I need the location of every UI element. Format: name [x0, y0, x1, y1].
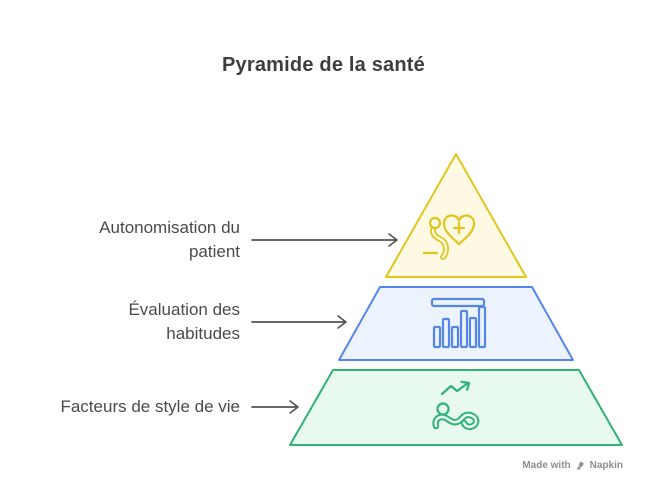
watermark: Made with Napkin	[522, 459, 623, 471]
watermark-text: Made with	[522, 459, 571, 471]
bar-chart-icon	[430, 297, 487, 349]
watermark-brand: Napkin	[589, 459, 623, 471]
diagram-title: Pyramide de la santé	[222, 54, 425, 76]
napkin-pen-icon	[575, 460, 585, 471]
label-line: Autonomisation du	[99, 218, 240, 237]
label-line: habitudes	[166, 324, 240, 343]
label-lifestyle-factors: Facteurs de style de vie	[60, 395, 240, 419]
pyramid-level-middle	[338, 286, 574, 361]
arrow-bottom	[251, 400, 299, 414]
pyramid-level-bottom	[289, 369, 623, 446]
label-habit-evaluation: Évaluation des habitudes	[128, 298, 240, 346]
arrow-middle	[251, 315, 347, 329]
label-line: Évaluation des	[128, 300, 240, 319]
patient-heart-icon	[422, 214, 476, 260]
label-patient-empowerment: Autonomisation du patient	[99, 216, 240, 264]
label-line: Facteurs de style de vie	[60, 397, 240, 416]
exercise-trend-icon	[432, 380, 480, 431]
label-line: patient	[188, 242, 240, 261]
arrow-top	[251, 233, 398, 247]
